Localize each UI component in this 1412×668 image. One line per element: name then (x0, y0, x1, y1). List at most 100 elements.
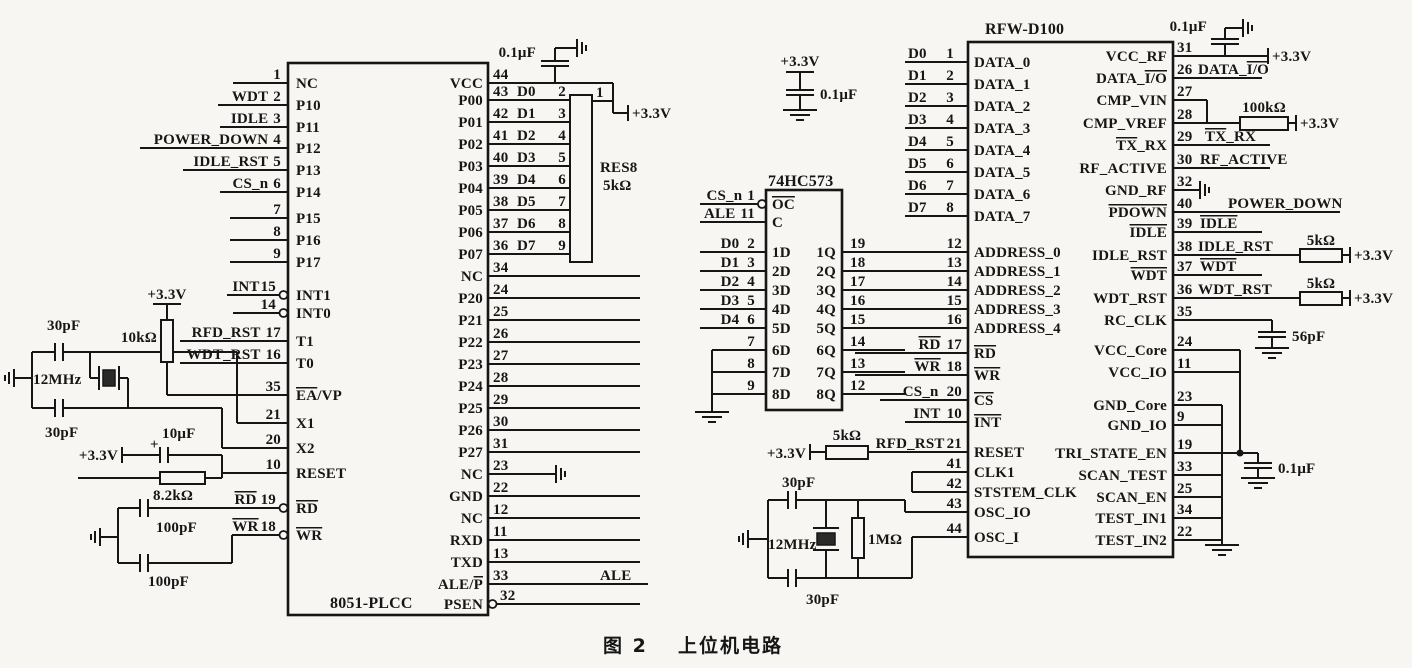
resistor-1m-icon (851, 517, 865, 559)
res8-pin: 9 (558, 238, 566, 254)
u3-right-pin: 25 (1177, 481, 1192, 497)
u3-pin-label: TEST_IN1 (1095, 511, 1167, 527)
vcc-label: +3.3V (1354, 291, 1393, 307)
u3-left-net-3: D3 (908, 112, 927, 128)
u1-pin-label: NC (296, 76, 318, 92)
u3-right-pin: 29 (1177, 129, 1192, 145)
u3-left-pin-12: 16 (947, 312, 963, 328)
u3-pin-label: DATA_3 (974, 121, 1030, 137)
u3-left-net-1: D1 (908, 68, 927, 84)
u3-left-net-0: D0 (908, 46, 927, 62)
capacitor-30pf-top-icon (54, 343, 64, 361)
u2-right-pin: 16 (850, 293, 866, 309)
capacitor-100nf-vcc8051-icon (541, 60, 569, 67)
wires-8051-rdwr-caps (100, 507, 279, 564)
u3-pin-label: CMP_VREF (1083, 116, 1167, 132)
u1-pin-label: P11 (296, 120, 320, 136)
u1-pin-label: T0 (296, 356, 314, 372)
u2-left-pin-9: 9 (747, 378, 755, 394)
u3-right-pin: 28 (1177, 107, 1192, 123)
bus-net: D2 (517, 128, 536, 144)
u1-right-pin: 28 (493, 370, 508, 386)
u3-pin-label: GND_RF (1105, 183, 1167, 199)
bus-net: D7 (517, 238, 536, 254)
capacitor-100pf-rd-icon (139, 499, 149, 517)
cap-value: 0.1μF (1278, 461, 1315, 477)
u1-right-pin: 33 (493, 568, 508, 584)
capacitor-100pf-wr-icon (139, 554, 149, 572)
capacitor-30pf-rfw-top-icon (787, 491, 797, 509)
ground-icon (555, 465, 566, 483)
u1-pin-label: P16 (296, 233, 321, 249)
u3-right-net-9: IDLE_RST (1198, 239, 1273, 255)
resistor-10k-icon (160, 319, 174, 363)
u1-right-pin: 13 (493, 546, 508, 562)
u1-left-pin-0: 1 (273, 67, 281, 83)
u3-pin-label: PDOWN (1109, 205, 1168, 221)
u1-right-pin: 32 (500, 588, 515, 604)
u2-right-pin: 14 (850, 334, 866, 350)
u3-pin-label: TEST_IN2 (1095, 533, 1167, 549)
u3-pin-label: RC_CLK (1104, 313, 1167, 329)
u2-right-pin: 13 (850, 356, 865, 372)
resistor-value: 5kΩ (1307, 276, 1335, 292)
cap-value: 0.1μF (820, 87, 857, 103)
u3-right-pin: 9 (1177, 409, 1185, 425)
vcc-label: +3.3V (147, 287, 186, 303)
inverter-bubble-icon (487, 599, 498, 609)
u3-left-net-4: D4 (908, 134, 927, 150)
u3-pin-label: DATA_6 (974, 187, 1031, 203)
u1-pin-label: P17 (296, 255, 321, 271)
vcc-label: +3.3V (79, 448, 118, 464)
wires-8051-right (488, 47, 648, 605)
res8-pin: 4 (558, 128, 566, 144)
u1-pin-label: P01 (458, 115, 483, 131)
junction-dot (1236, 449, 1244, 457)
cap-value: 10μF (162, 426, 195, 442)
u1-pin-label: GND (449, 489, 483, 505)
u2-pin-label: 5Q (816, 321, 836, 337)
ground-icon (738, 530, 749, 548)
vcc-label: +3.3V (1300, 116, 1339, 132)
cap-value: 30pF (782, 475, 815, 491)
cap-value: 30pF (45, 425, 78, 441)
u1-right-pin: 36 (493, 238, 509, 254)
u2-pin-label: 7D (772, 365, 791, 381)
u1-right-pin: 42 (493, 106, 508, 122)
u1-pin-label: NC (461, 467, 483, 483)
u1-pin-label: P02 (458, 137, 483, 153)
u3-pin-label: RESET (974, 445, 1024, 461)
crystal-value: 12MHz (768, 537, 817, 553)
u3-pin-label: ADDRESS_3 (974, 302, 1061, 318)
vcc-label: +3.3V (1272, 49, 1311, 65)
ground-icon (4, 369, 15, 387)
crystal-rfw-icon (816, 532, 836, 546)
u3-left-net-7: D7 (908, 200, 927, 216)
u1-right-pin: 31 (493, 436, 508, 452)
u3-right-pin: 36 (1177, 282, 1193, 298)
u2-pin-label: 6D (772, 343, 791, 359)
u3-right-pin: 37 (1177, 259, 1193, 275)
u1-right-pin: 37 (493, 216, 509, 232)
u3-pin-label: GND_Core (1093, 398, 1167, 414)
u1-right-pin: 25 (493, 304, 508, 320)
u3-pin-label: SCAN_TEST (1079, 468, 1168, 484)
u3-right-pin: 34 (1177, 502, 1193, 518)
cap-value: 56pF (1292, 329, 1325, 345)
u3-pin-label: DATA_0 (974, 55, 1030, 71)
u3-pin-label: WR (974, 368, 1000, 384)
capacitor-56pf-icon (1258, 331, 1286, 338)
u3-pin-label: CLK1 (974, 465, 1015, 481)
u3-right-net-11: WDT_RST (1198, 282, 1272, 298)
u1-right-pin: 29 (493, 392, 508, 408)
u1-pin-label: T1 (296, 334, 314, 350)
u1-left-pin-6: 7 (273, 202, 281, 218)
